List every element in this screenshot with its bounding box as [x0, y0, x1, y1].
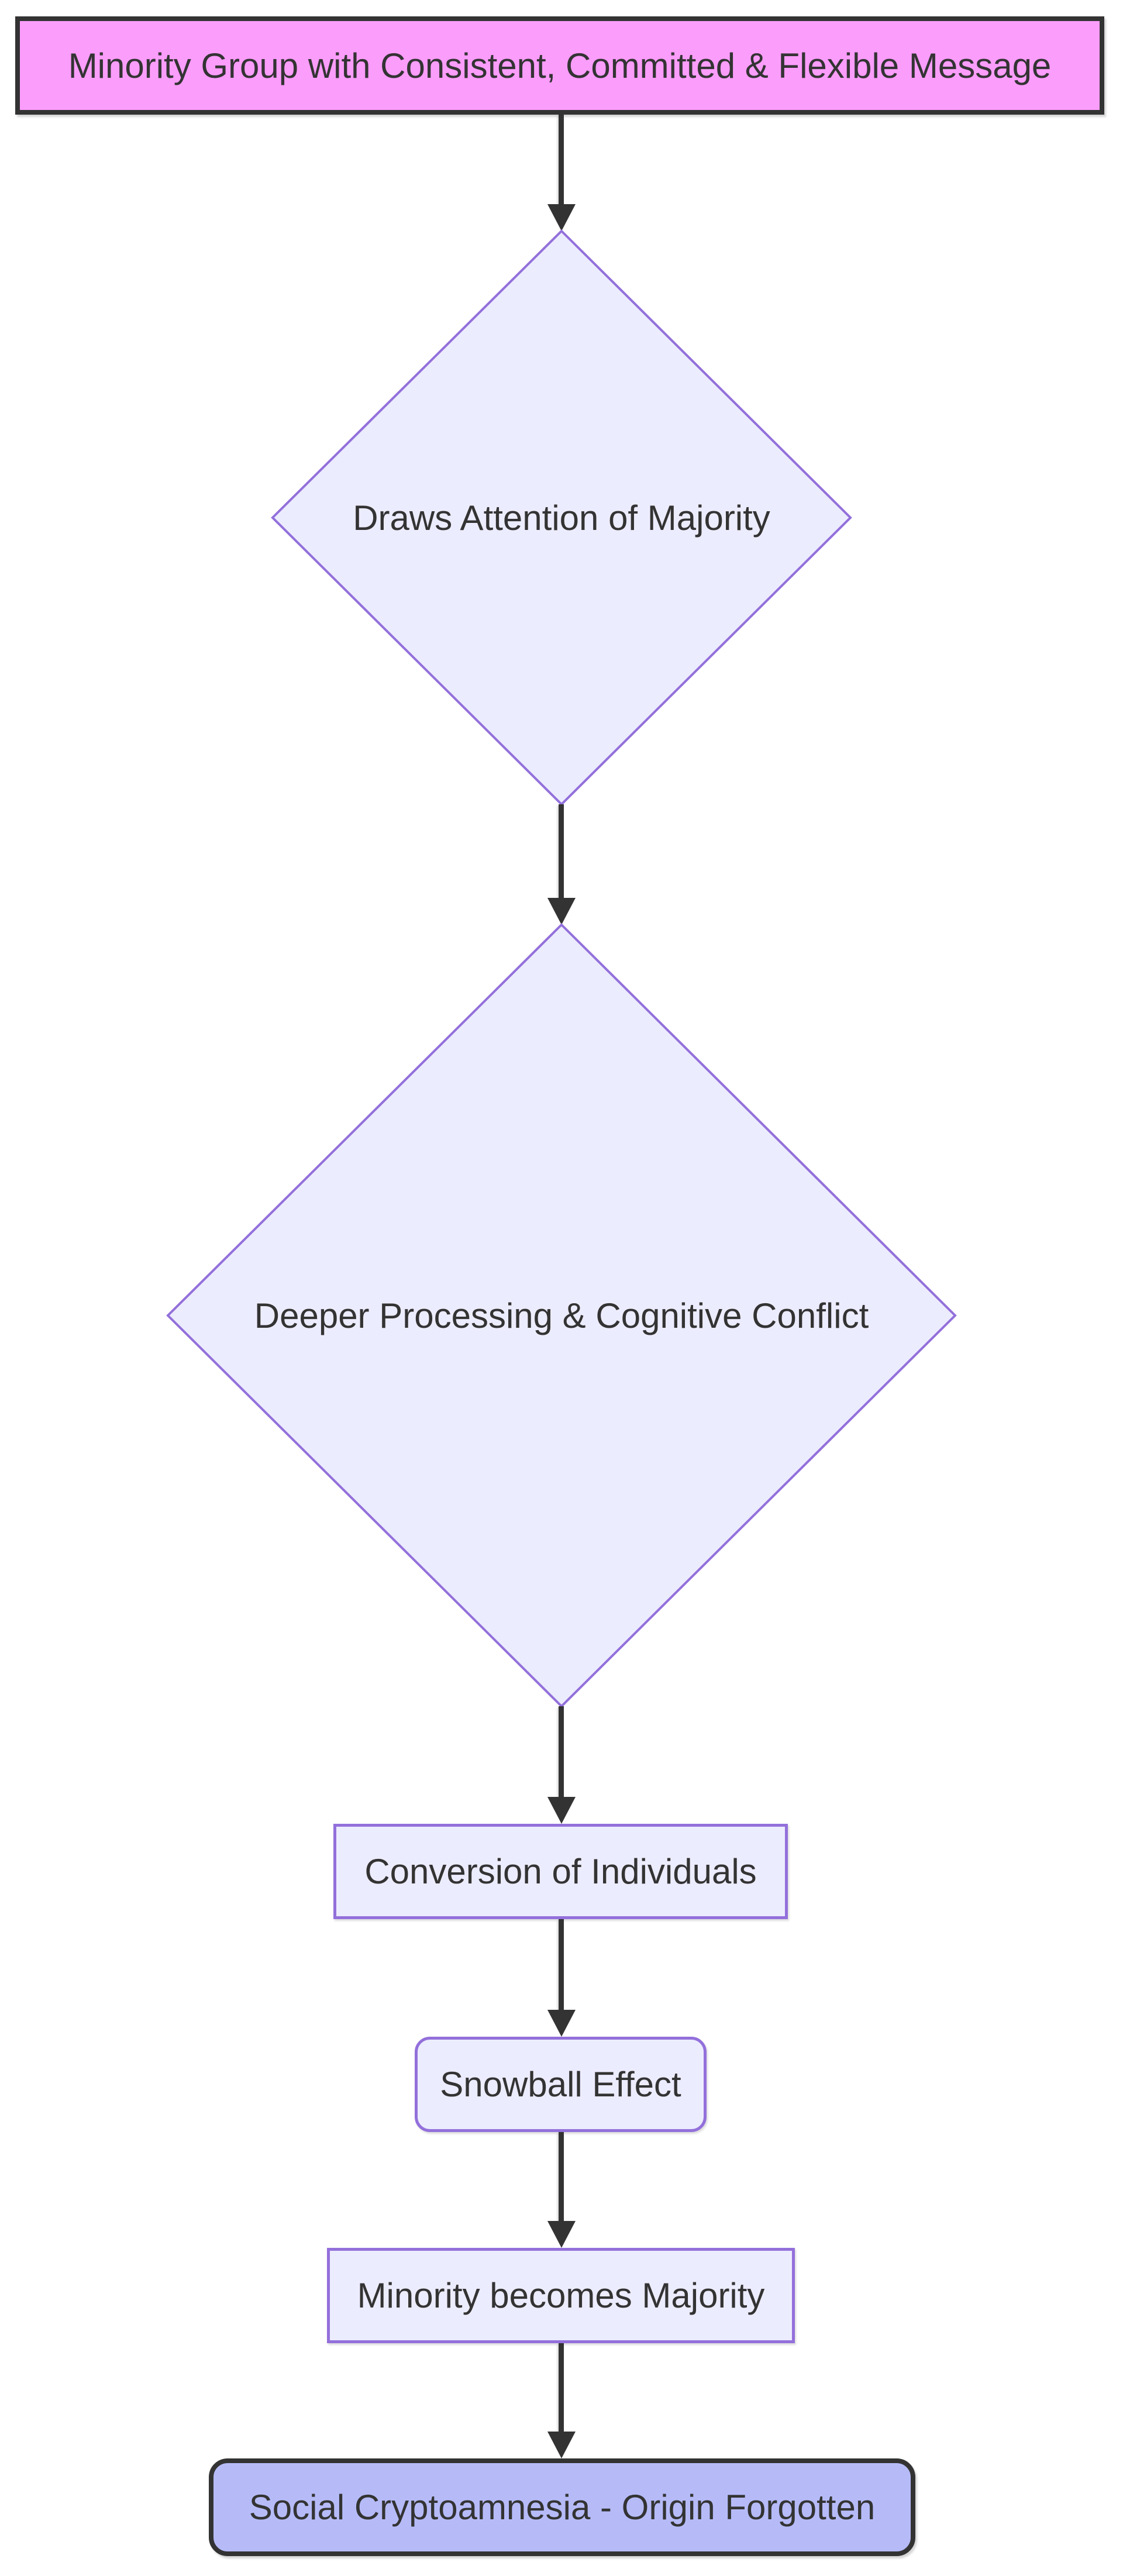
node-label: Deeper Processing & Cognitive Conflict — [254, 1296, 869, 1335]
node-minority-group-message: Minority Group with Consistent, Committe… — [15, 16, 1104, 115]
node-minority-becomes-majority: Minority becomes Majority — [327, 2248, 795, 2343]
node-label: Snowball Effect — [440, 2065, 681, 2104]
edge-processing-conversion-line — [559, 1706, 564, 1798]
edge-majority-cryptoamnesia-arrowhead — [547, 2432, 576, 2458]
edge-conversion-snowball-arrowhead — [547, 2010, 576, 2037]
edge-attention-processing-arrowhead — [547, 898, 576, 925]
node-snowball-effect: Snowball Effect — [415, 2037, 707, 2132]
node-label: Conversion of Individuals — [364, 1852, 757, 1891]
node-draws-attention: Draws Attention of Majority — [270, 229, 853, 807]
node-label: Minority becomes Majority — [357, 2276, 765, 2315]
edge-snowball-majority-line — [559, 2132, 564, 2222]
node-deeper-processing: Deeper Processing & Cognitive Conflict — [166, 922, 957, 1709]
node-social-cryptoamnesia: Social Cryptoamnesia - Origin Forgotten — [209, 2458, 915, 2556]
edge-processing-conversion-arrowhead — [547, 1797, 576, 1824]
edge-attention-processing-line — [559, 804, 564, 899]
edge-start-attention-line — [559, 115, 564, 205]
node-conversion-of-individuals: Conversion of Individuals — [333, 1824, 788, 1919]
edge-snowball-majority-arrowhead — [547, 2221, 576, 2248]
edge-conversion-snowball-line — [559, 1919, 564, 2011]
node-label: Social Cryptoamnesia - Origin Forgotten — [249, 2488, 876, 2527]
node-label: Draws Attention of Majority — [353, 498, 770, 538]
edge-start-attention-arrowhead — [547, 204, 576, 231]
node-label: Minority Group with Consistent, Committe… — [68, 46, 1052, 85]
edge-majority-cryptoamnesia-line — [559, 2343, 564, 2433]
